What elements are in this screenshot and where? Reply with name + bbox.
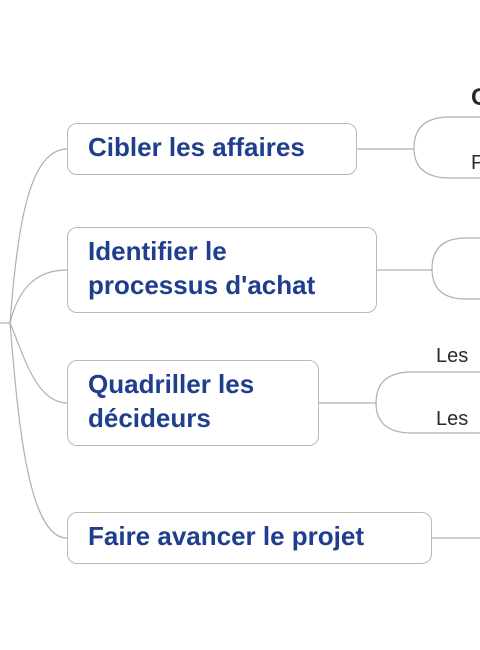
sub-bubble-2 [431,237,480,300]
node-quadriller-decideurs[interactable]: Quadriller les décideurs [67,360,319,446]
connector-root-to-identifier [9,269,68,324]
node-label-line: Faire avancer le projet [88,521,365,551]
sub-bubble-1 [413,116,480,179]
node-identifier-processus-achat[interactable]: Identifier le processus d'achat [67,227,377,313]
node-label-line: Quadriller les [88,369,255,399]
sub-label-les-2: Les [436,408,469,430]
node-faire-avancer-projet[interactable]: Faire avancer le projet [67,512,432,564]
connector-root-to-faire [9,322,68,539]
sub-label-p: P [471,152,480,174]
node-cibler-les-affaires[interactable]: Cibler les affaires [67,123,357,175]
sub-label-c: C [471,84,480,111]
node-label-line: processus d'achat [88,270,316,300]
node-label-line: Identifier le [88,236,227,266]
connector-root-to-cibler [9,148,68,324]
node-label-line: Cibler les affaires [88,132,305,162]
connector-root-to-quadriller [9,322,68,404]
sub-label-les-1: Les [436,345,469,367]
sub-bubble-3 [375,371,480,434]
node-label-line: décideurs [88,403,211,433]
